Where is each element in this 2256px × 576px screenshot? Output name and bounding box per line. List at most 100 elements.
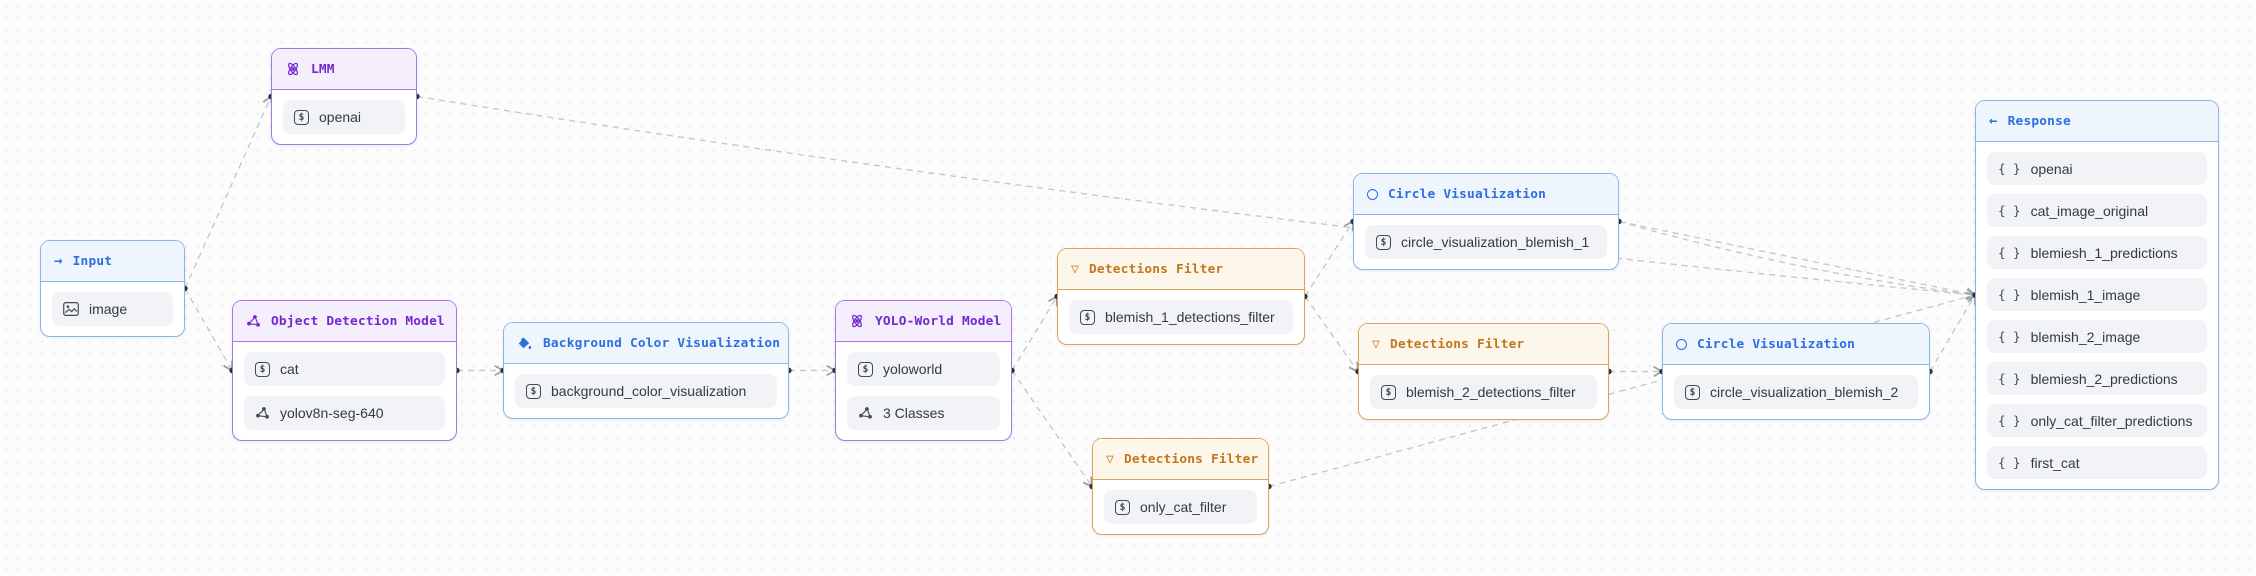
node-item-background-color-visualization[interactable]: $ background_color_visualization bbox=[515, 374, 777, 408]
model-graph-icon bbox=[858, 406, 873, 421]
atom-icon bbox=[285, 61, 301, 77]
node-title: Detections Filter bbox=[1124, 451, 1259, 467]
node-detections-filter-2[interactable]: ▽ Detections Filter $ blemish_2_detectio… bbox=[1358, 323, 1609, 420]
funnel-icon: ▽ bbox=[1372, 336, 1381, 352]
braces-icon: { } bbox=[1998, 203, 2021, 218]
node-title: LMM bbox=[311, 61, 335, 77]
funnel-icon: ▽ bbox=[1106, 451, 1115, 467]
node-lmm-header[interactable]: LMM bbox=[272, 49, 416, 90]
item-label: only_cat_filter bbox=[1140, 499, 1227, 515]
node-item-circle-visualization-blemish-2[interactable]: $ circle_visualization_blemish_2 bbox=[1674, 375, 1918, 409]
node-item-3-classes[interactable]: 3 Classes bbox=[847, 396, 1000, 430]
dollar-square-icon: $ bbox=[255, 361, 270, 377]
item-label: blemish_1_image bbox=[2030, 286, 2141, 303]
response-item-blemish-2-image[interactable]: { } blemish_2_image bbox=[1987, 320, 2207, 353]
arrow-right-icon: → bbox=[54, 253, 63, 269]
node-background-color-visualization[interactable]: Background Color Visualization $ backgro… bbox=[503, 322, 789, 419]
response-item-only-cat-filter-predictions[interactable]: { } only_cat_filter_predictions bbox=[1987, 404, 2207, 437]
braces-icon: { } bbox=[1998, 455, 2021, 470]
response-item-cat-image-original[interactable]: { } cat_image_original bbox=[1987, 194, 2207, 227]
atom-icon bbox=[849, 313, 865, 329]
item-label: yolov8n-seg-640 bbox=[280, 405, 384, 421]
node-circle-visualization-1[interactable]: Circle Visualization $ circle_visualizat… bbox=[1353, 173, 1619, 270]
dollar-square-icon: $ bbox=[1080, 309, 1095, 325]
node-item-circle-visualization-blemish-1[interactable]: $ circle_visualization_blemish_1 bbox=[1365, 225, 1607, 259]
node-title: Detections Filter bbox=[1390, 336, 1525, 352]
node-item-blemish-1-detections-filter[interactable]: $ blemish_1_detections_filter bbox=[1069, 300, 1293, 334]
node-cv1-header[interactable]: Circle Visualization bbox=[1354, 174, 1618, 215]
node-lmm[interactable]: LMM $ openai bbox=[271, 48, 417, 145]
braces-icon: { } bbox=[1998, 413, 2021, 428]
item-label: circle_visualization_blemish_2 bbox=[1710, 384, 1899, 400]
item-label: blemish_2_image bbox=[2030, 328, 2141, 345]
dollar-square-icon: $ bbox=[294, 109, 309, 125]
item-label: openai bbox=[2030, 160, 2073, 177]
node-title: YOLO-World Model bbox=[875, 313, 1002, 329]
item-label: cat_image_original bbox=[2030, 202, 2149, 219]
node-yolo-header[interactable]: YOLO-World Model bbox=[836, 301, 1011, 342]
funnel-icon: ▽ bbox=[1071, 261, 1080, 277]
node-object-detection-model[interactable]: Object Detection Model $ cat yolov8n-seg… bbox=[232, 300, 457, 441]
dollar-square-icon: $ bbox=[1381, 384, 1396, 400]
node-title: Detections Filter bbox=[1089, 261, 1224, 277]
dollar-square-icon: $ bbox=[526, 383, 541, 399]
response-item-blemiesh-1-predictions[interactable]: { } blemiesh_1_predictions bbox=[1987, 236, 2207, 269]
node-item-image[interactable]: image bbox=[52, 292, 173, 326]
item-label: image bbox=[89, 301, 128, 317]
image-icon bbox=[63, 302, 79, 316]
item-label: only_cat_filter_predictions bbox=[2030, 412, 2193, 429]
circle-icon bbox=[1676, 338, 1687, 350]
node-title: Circle Visualization bbox=[1388, 186, 1547, 202]
node-title: Object Detection Model bbox=[271, 313, 445, 329]
item-label: blemiesh_1_predictions bbox=[2030, 244, 2178, 261]
dollar-square-icon: $ bbox=[1685, 384, 1700, 400]
node-cv2-header[interactable]: Circle Visualization bbox=[1663, 324, 1929, 365]
node-input-header[interactable]: → Input bbox=[41, 241, 184, 282]
item-label: first_cat bbox=[2030, 454, 2080, 471]
item-label: blemish_1_detections_filter bbox=[1105, 309, 1275, 325]
braces-icon: { } bbox=[1998, 245, 2021, 260]
node-df2-header[interactable]: ▽ Detections Filter bbox=[1359, 324, 1608, 365]
node-bcv-header[interactable]: Background Color Visualization bbox=[504, 323, 788, 364]
item-label: background_color_visualization bbox=[551, 383, 747, 399]
node-df1-header[interactable]: ▽ Detections Filter bbox=[1058, 249, 1304, 290]
circle-icon bbox=[1367, 188, 1378, 200]
item-label: cat bbox=[280, 361, 299, 377]
response-item-first-cat[interactable]: { } first_cat bbox=[1987, 446, 2207, 479]
node-yolo-world-model[interactable]: YOLO-World Model $ yoloworld 3 Classes bbox=[835, 300, 1012, 441]
node-circle-visualization-2[interactable]: Circle Visualization $ circle_visualizat… bbox=[1662, 323, 1930, 420]
node-item-cat[interactable]: $ cat bbox=[244, 352, 445, 386]
response-item-openai[interactable]: { } openai bbox=[1987, 152, 2207, 185]
node-detections-filter-1[interactable]: ▽ Detections Filter $ blemish_1_detectio… bbox=[1057, 248, 1305, 345]
node-input[interactable]: → Input image bbox=[40, 240, 185, 337]
item-label: 3 Classes bbox=[883, 405, 945, 421]
node-title: Background Color Visualization bbox=[543, 335, 781, 351]
node-odm-header[interactable]: Object Detection Model bbox=[233, 301, 456, 342]
node-title: Circle Visualization bbox=[1697, 336, 1856, 352]
node-response[interactable]: ← Response { } openai { } cat_image_orig… bbox=[1975, 100, 2219, 490]
item-label: blemiesh_2_predictions bbox=[2030, 370, 2178, 387]
item-label: circle_visualization_blemish_1 bbox=[1401, 234, 1590, 250]
node-detections-filter-3[interactable]: ▽ Detections Filter $ only_cat_filter bbox=[1092, 438, 1269, 535]
braces-icon: { } bbox=[1998, 371, 2021, 386]
dollar-square-icon: $ bbox=[1115, 499, 1130, 515]
braces-icon: { } bbox=[1998, 287, 2021, 302]
node-item-yolov8n[interactable]: yolov8n-seg-640 bbox=[244, 396, 445, 430]
model-graph-icon bbox=[255, 406, 270, 421]
dollar-square-icon: $ bbox=[858, 361, 873, 377]
node-title: Response bbox=[2007, 113, 2071, 129]
node-item-openai[interactable]: $ openai bbox=[283, 100, 405, 134]
item-label: openai bbox=[319, 109, 362, 125]
node-item-only-cat-filter[interactable]: $ only_cat_filter bbox=[1104, 490, 1257, 524]
dollar-square-icon: $ bbox=[1376, 234, 1391, 250]
response-item-blemiesh-2-predictions[interactable]: { } blemiesh_2_predictions bbox=[1987, 362, 2207, 395]
paint-bucket-icon bbox=[517, 336, 533, 351]
node-df3-header[interactable]: ▽ Detections Filter bbox=[1093, 439, 1268, 480]
arrow-left-icon: ← bbox=[1989, 113, 1998, 129]
node-item-blemish-2-detections-filter[interactable]: $ blemish_2_detections_filter bbox=[1370, 375, 1597, 409]
node-response-header[interactable]: ← Response bbox=[1976, 101, 2218, 142]
node-item-yoloworld[interactable]: $ yoloworld bbox=[847, 352, 1000, 386]
braces-icon: { } bbox=[1998, 329, 2021, 344]
response-item-blemish-1-image[interactable]: { } blemish_1_image bbox=[1987, 278, 2207, 311]
